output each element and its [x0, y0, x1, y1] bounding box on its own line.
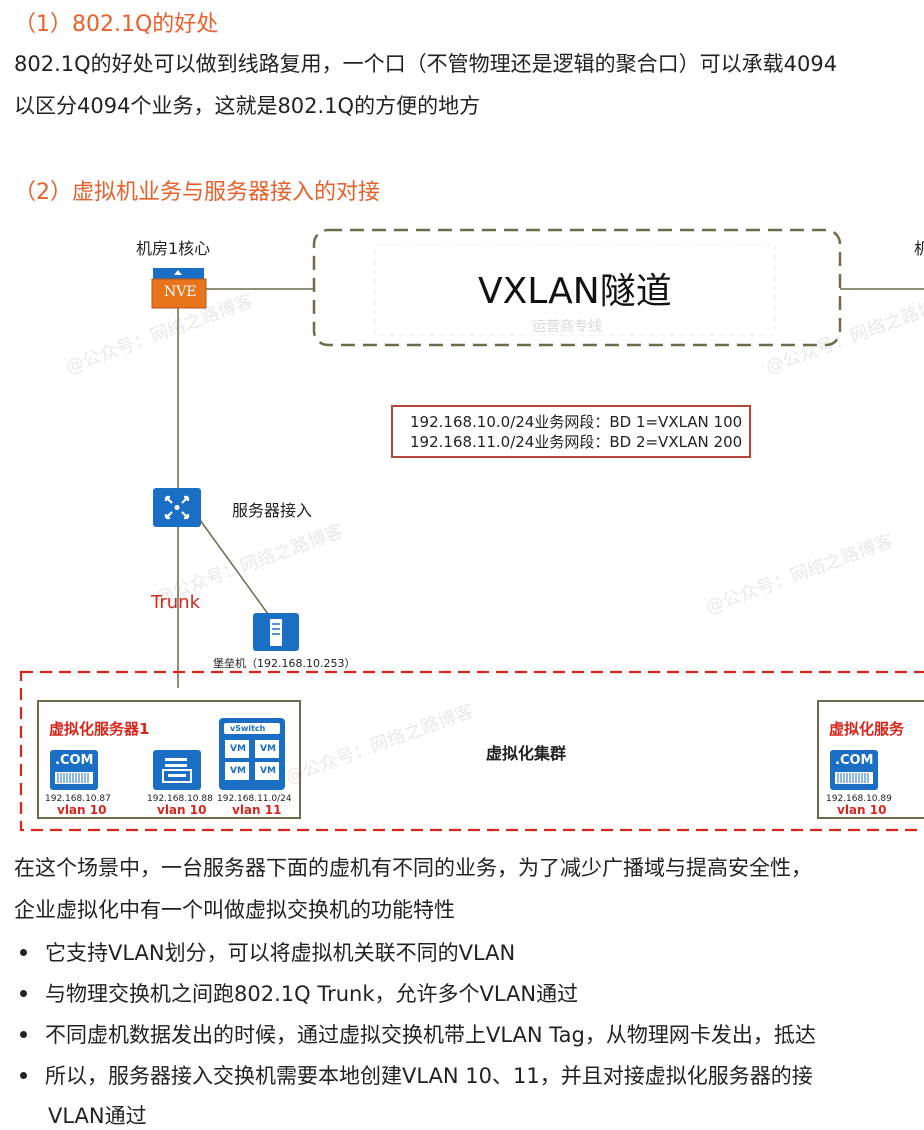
bullet-item: 它支持VLAN划分，可以将虚拟机关联不同的VLAN [20, 937, 515, 967]
bullet-text: 不同虚机数据发出的时候，通过虚拟交换机带上VLAN Tag，从物理网卡发出，抵达 [45, 1023, 816, 1047]
core-device-icon [151, 268, 207, 309]
bastion-label: 堡垒机（192.168.10.253） [213, 657, 356, 670]
vm1-vlan: vlan 10 [57, 803, 107, 817]
vm4-ip: 192.168.10.89 [826, 794, 892, 804]
vm3-ip: 192.168.11.0/24 [217, 794, 292, 804]
bastion-server-icon [253, 613, 299, 651]
bullet-dot-icon [20, 989, 27, 997]
com-server-icon [50, 750, 98, 790]
com-label: .COM [835, 753, 874, 768]
tunnel-subtitle: 运营商专线 [532, 319, 602, 335]
tunnel-inner-box [374, 244, 776, 336]
section2-heading: （2）虚拟机业务与服务器接入的对接 [14, 180, 380, 205]
core-label-right: 机 [914, 239, 924, 258]
access-bastion-link [199, 519, 269, 615]
bullet-text: 它支持VLAN划分，可以将虚拟机关联不同的VLAN [45, 941, 516, 965]
bd-mapping-box: 192.168.10.0/24业务网段：BD 1=VXLAN 100 192.1… [391, 405, 751, 458]
section1-line2: 以区分4094个业务，这就是802.1Q的方便的地方 [14, 94, 481, 118]
server1-title: 虚拟化服务器1 [49, 720, 150, 738]
core-label: 机房1核心 [136, 239, 211, 258]
cluster-box [19, 670, 924, 832]
trunk-label: Trunk [151, 592, 200, 613]
vm-label: VM [260, 744, 276, 754]
server2-box [817, 700, 924, 819]
vm2-vlan: vlan 10 [157, 803, 207, 817]
bullet-text: 与物理交换机之间跑802.1Q Trunk，允许多个VLAN通过 [45, 982, 579, 1006]
section3-para2: 企业虚拟化中有一个叫做虚拟交换机的功能特性 [14, 898, 455, 922]
server1-box [37, 700, 301, 819]
vm1-ip: 192.168.10.87 [45, 794, 111, 804]
com-server-icon [830, 750, 878, 790]
vm-label: VM [230, 744, 246, 754]
bullet-dot-icon [20, 1030, 27, 1038]
bullet-item: 不同虚机数据发出的时候，通过虚拟交换机带上VLAN Tag，从物理网卡发出，抵达 [20, 1019, 816, 1049]
vswitch-label: vSwitch [230, 724, 266, 733]
com-label: .COM [55, 753, 94, 768]
bd-mapping-line2: 192.168.11.0/24业务网段：BD 2=VXLAN 200 [410, 433, 743, 451]
vxlan-tunnel-box [312, 228, 842, 347]
bullet-dot-icon [20, 948, 27, 956]
storage-server-icon [153, 750, 201, 790]
section1-heading: （1）802.1Q的好处 [14, 12, 219, 37]
access-switch-label: 服务器接入 [232, 501, 313, 520]
vswitch-icon [219, 718, 285, 790]
access-switch-icon [153, 488, 201, 527]
server2-title: 虚拟化服务 [829, 720, 905, 738]
bd-mapping-line1: 192.168.10.0/24业务网段：BD 1=VXLAN 100 [410, 413, 743, 431]
bullet-continuation: VLAN通过 [48, 1104, 147, 1128]
vm-label: VM [230, 766, 246, 776]
bullet-text: 所以，服务器接入交换机需要本地创建VLAN 10、11，并且对接虚拟化服务器的接 [45, 1064, 813, 1088]
bullet-item: 与物理交换机之间跑802.1Q Trunk，允许多个VLAN通过 [20, 978, 578, 1008]
vxlan-tunnel-title: VXLAN隧道 [478, 271, 672, 312]
vm-label: VM [260, 766, 276, 776]
bullet-item: 所以，服务器接入交换机需要本地创建VLAN 10、11，并且对接虚拟化服务器的接 [20, 1060, 813, 1090]
vm4-vlan: vlan 10 [837, 803, 887, 817]
bullet-dot-icon [20, 1071, 27, 1079]
section1-line1: 802.1Q的好处可以做到线路复用，一个口（不管物理还是逻辑的聚合口）可以承载4… [14, 52, 838, 76]
vm3-vlan: vlan 11 [232, 803, 282, 817]
nve-label: NVE [164, 284, 197, 300]
vm2-ip: 192.168.10.88 [147, 794, 213, 804]
cluster-label: 虚拟化集群 [486, 744, 567, 763]
section3-para1: 在这个场景中，一台服务器下面的虚机有不同的业务，为了减少广播域与提高安全性， [14, 856, 812, 880]
